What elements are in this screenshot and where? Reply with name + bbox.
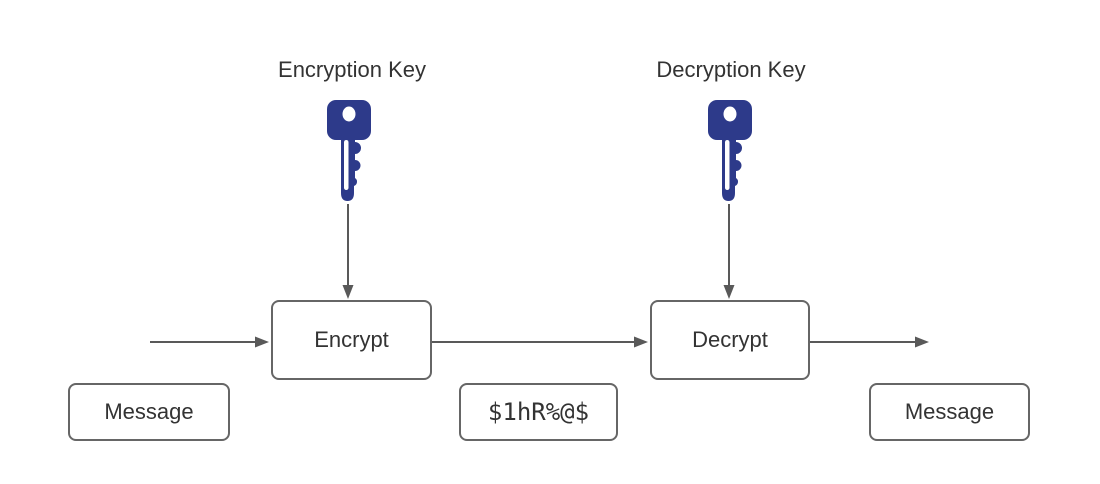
ciphertext-box: $1hR%@$	[459, 383, 618, 441]
key-icon	[327, 100, 371, 201]
arrow-into-encrypt	[150, 336, 269, 348]
decryption-key-label: Decryption Key	[656, 57, 806, 82]
arrow-decryption-key-to-decrypt	[723, 204, 735, 299]
message-output-label: Message	[904, 399, 995, 424]
arrow-out-of-decrypt	[810, 336, 929, 348]
ciphertext-label: $1hR%@$	[487, 398, 590, 426]
decrypt-box-label: Decrypt	[692, 327, 768, 352]
key-icon	[708, 100, 752, 201]
arrow-encryption-key-to-encrypt	[342, 204, 354, 299]
message-input-box: Message	[68, 383, 230, 441]
encrypt-box-label: Encrypt	[314, 327, 389, 352]
encryption-key-label: Encryption Key	[278, 57, 426, 82]
arrow-encrypt-to-decrypt	[432, 336, 648, 348]
message-input-label: Message	[104, 399, 194, 424]
encrypt-box: Encrypt	[271, 300, 432, 380]
message-output-box: Message	[869, 383, 1030, 441]
decrypt-box: Decrypt	[650, 300, 810, 380]
